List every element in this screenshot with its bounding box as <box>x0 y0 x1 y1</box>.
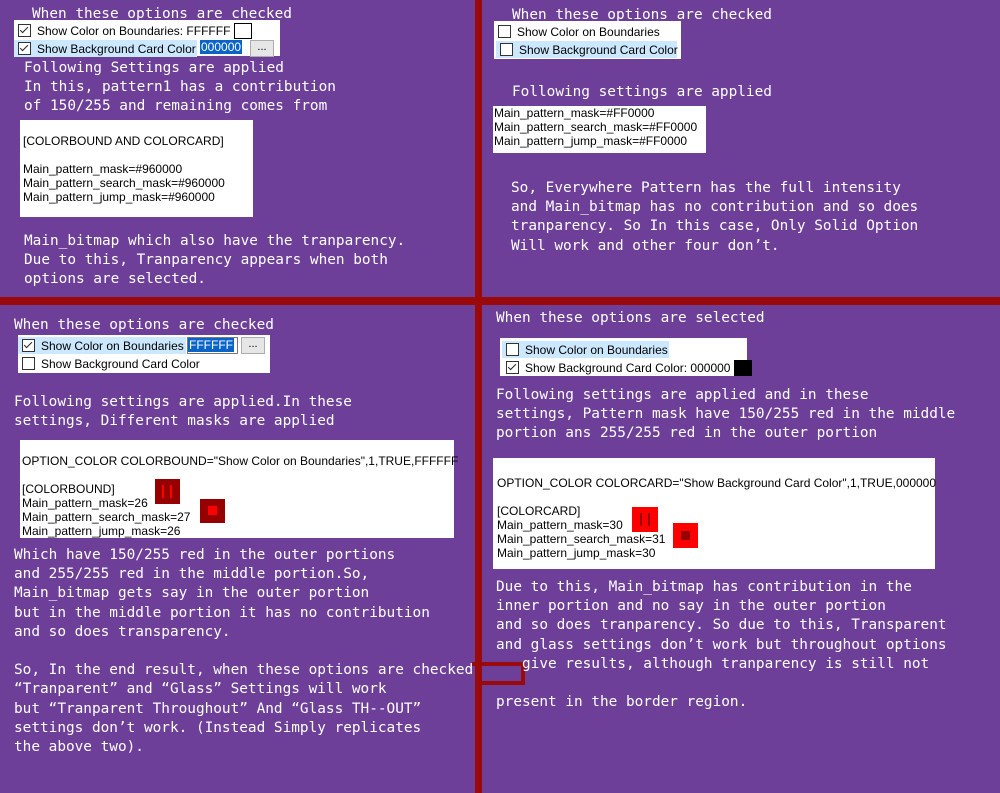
settings-code-box: OPTION_COLOR COLORCARD="Show Background … <box>493 458 937 569</box>
description-paragraph-2: So, Everywhere Pattern has the full inte… <box>511 180 919 254</box>
description-paragraph-1: Following settings are applied and in th… <box>496 387 956 442</box>
heading: When these options are checked <box>32 6 292 22</box>
option-label: Show Color on Boundaries <box>525 342 668 357</box>
code-line: Main_pattern_mask=30 <box>497 518 623 532</box>
code-line: Main_pattern_jump_mask=#960000 <box>23 190 215 204</box>
options-panel: Show Color on Boundaries Show Background… <box>500 338 753 376</box>
checkbox[interactable] <box>498 25 511 38</box>
browse-color-button[interactable]: ... <box>241 337 265 354</box>
vertical-divider <box>475 0 482 793</box>
checkbox[interactable] <box>22 357 35 370</box>
checkbox[interactable] <box>22 339 35 352</box>
code-line: OPTION_COLOR COLORCARD="Show Background … <box>497 476 937 490</box>
description-paragraph-2: Main_bitmap which also have the tranpare… <box>24 233 406 288</box>
code-line: OPTION_COLOR COLORBOUND="Show Color on B… <box>22 454 459 468</box>
option-label: Show Color on Boundaries: FFFFFF <box>37 23 231 38</box>
options-panel: Show Color on Boundaries FFFFFF ... Show… <box>18 335 270 373</box>
code-line: Main_pattern_jump_mask=#FF0000 <box>494 134 688 148</box>
option-label: Show Background Card Color <box>519 42 678 57</box>
code-line: [COLORCARD] <box>497 504 581 518</box>
option-show-color-on-boundaries[interactable]: Show Color on Boundaries <box>18 337 186 354</box>
code-line: Main_pattern_search_mask=31 <box>497 532 666 546</box>
option-show-background-card-color[interactable]: Show Background Card Color: 000000 <box>502 359 753 376</box>
heading: When these options are checked <box>512 7 772 23</box>
color-swatch-white[interactable] <box>234 22 253 39</box>
code-line <box>22 440 454 454</box>
code-line: Main_pattern_mask=26 <box>22 496 148 510</box>
code-line: [COLORBOUND AND COLORCARD] <box>23 134 224 148</box>
option-label: Show Color on Boundaries <box>517 24 660 39</box>
option-show-color-on-boundaries[interactable]: Show Color on Boundaries <box>494 23 660 40</box>
option-label: Show Background Card Color <box>37 41 196 56</box>
code-line: Main_pattern_mask=#960000 <box>23 162 183 176</box>
horizontal-divider <box>0 297 1000 305</box>
code-line: Main_pattern_mask=#FF0000 <box>494 106 655 120</box>
code-line <box>497 490 935 504</box>
color-swatch-black[interactable] <box>734 359 753 376</box>
settings-code-box: OPTION_COLOR COLORBOUND="Show Color on B… <box>20 440 459 538</box>
code-line <box>23 148 253 162</box>
hex-value-field[interactable]: FFFFFF <box>187 337 238 354</box>
option-show-color-on-boundaries[interactable]: Show Color on Boundaries: FFFFFF <box>14 22 253 39</box>
description-paragraph-1: Following settings are applied <box>512 84 772 100</box>
option-show-background-card-color[interactable]: Show Background Card Color <box>18 355 200 372</box>
settings-code-box: Main_pattern_mask=#FF0000 Main_pattern_s… <box>493 106 706 153</box>
description-paragraph-1: Following Settings are applied In this, … <box>24 60 336 115</box>
description-paragraph-1: Following settings are applied.In these … <box>14 394 352 430</box>
mask-preview-card-icon <box>200 499 225 523</box>
mask-preview-boundary-icon <box>155 479 180 504</box>
option-show-background-card-color[interactable]: Show Background Card Color <box>14 40 197 57</box>
code-line <box>22 468 454 482</box>
code-line: [COLORBOUND] <box>22 482 115 496</box>
code-line: Main_pattern_jump_mask=26 <box>22 524 181 538</box>
heading: When these options are checked <box>14 317 274 333</box>
option-label: Show Color on Boundaries <box>41 338 184 353</box>
options-panel: Show Color on Boundaries: FFFFFF Show Ba… <box>14 20 280 57</box>
code-line <box>23 120 253 134</box>
checkbox[interactable] <box>506 361 519 374</box>
hex-value-field[interactable]: 000000 <box>200 40 243 55</box>
checkbox[interactable] <box>500 43 513 56</box>
code-line: Main_pattern_search_mask=#FF0000 <box>494 120 698 134</box>
heading: When these options are selected <box>496 310 765 326</box>
checkbox[interactable] <box>506 343 519 356</box>
mask-preview-boundary-icon <box>632 507 658 532</box>
checkbox[interactable] <box>18 24 31 37</box>
code-line: Main_pattern_search_mask=27 <box>22 510 191 524</box>
connector-line-bottom <box>482 681 525 685</box>
checkbox[interactable] <box>18 42 31 55</box>
connector-line-vertical-right <box>521 662 525 684</box>
browse-color-button[interactable]: ... <box>250 40 274 57</box>
code-line: Main_pattern_jump_mask=30 <box>497 546 656 560</box>
hex-value: 000000 <box>200 40 243 54</box>
option-show-background-card-color[interactable]: Show Background Card Color <box>496 41 678 58</box>
connector-line-horizontal <box>472 662 524 666</box>
mask-preview-card-icon <box>673 523 698 548</box>
option-label: Show Background Card Color: 000000 <box>525 360 731 375</box>
code-line <box>497 462 935 476</box>
options-panel: Show Color on Boundaries Show Background… <box>494 21 681 59</box>
description-paragraph-2: Due to this, Main_bitmap has contributio… <box>496 579 947 711</box>
settings-code-box: [COLORBOUND AND COLORCARD] Main_pattern_… <box>20 120 253 217</box>
option-label: Show Background Card Color <box>41 356 200 371</box>
hex-value: FFFFFF <box>188 338 234 352</box>
option-show-color-on-boundaries[interactable]: Show Color on Boundaries <box>502 341 669 358</box>
description-paragraph-2: Which have 150/255 red in the outer port… <box>14 547 474 756</box>
code-line: Main_pattern_search_mask=#960000 <box>23 176 225 190</box>
